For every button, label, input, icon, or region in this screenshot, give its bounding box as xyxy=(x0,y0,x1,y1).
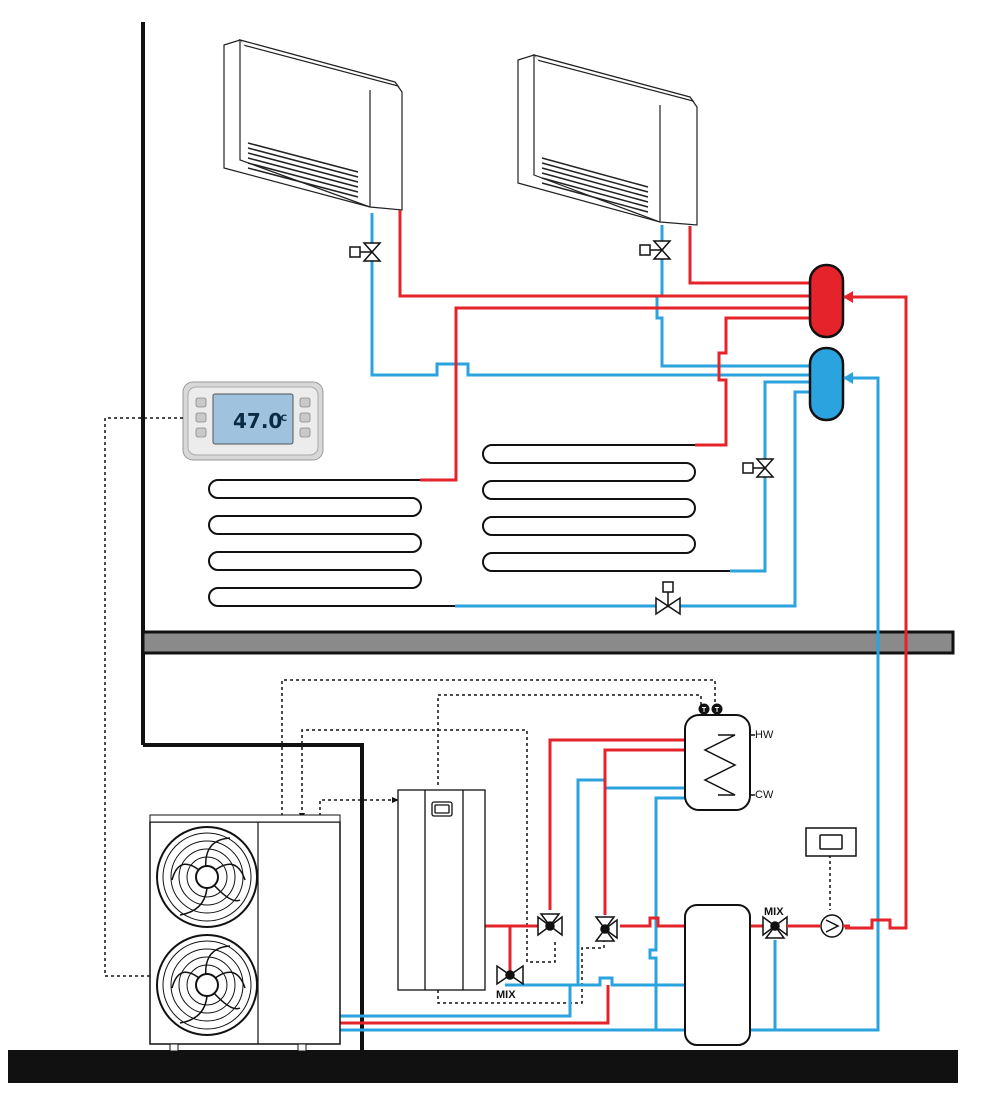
fan-icon xyxy=(156,934,258,1036)
temperature-sensor-icon xyxy=(711,703,723,715)
mix-valve-label: MIX xyxy=(764,906,784,918)
three-way-valve-1 xyxy=(537,913,563,937)
controller-button[interactable] xyxy=(195,412,207,423)
buffer-tank xyxy=(684,904,751,1046)
controller-unit: °C xyxy=(276,414,288,424)
sensor-label: T xyxy=(702,707,707,714)
controller-button[interactable] xyxy=(195,427,207,438)
underfloor-loop-1 xyxy=(208,479,455,607)
zone-valve-3 xyxy=(742,458,775,478)
wall-controller: 47.0 °C xyxy=(182,381,324,461)
three-way-valve-2 xyxy=(594,916,618,942)
sensor-label: T xyxy=(715,707,720,714)
controller-button[interactable] xyxy=(299,397,311,408)
cold-water-label: CW xyxy=(755,789,774,801)
cold-flow-arrow xyxy=(843,372,853,384)
zone-valve-2 xyxy=(639,240,672,260)
mix-valve-2 xyxy=(762,915,788,939)
controller-temperature: 47.0 xyxy=(233,409,282,433)
ground-floor-wall xyxy=(143,743,364,1052)
hot-flow-arrow xyxy=(843,291,853,303)
mix-valve-1 xyxy=(496,964,524,986)
hot-water-label: HW xyxy=(755,729,774,741)
zone-valve-1 xyxy=(349,242,382,262)
floor-slab xyxy=(141,630,955,655)
hot-water-pipes xyxy=(340,210,908,1025)
zone-valve-4 xyxy=(655,581,681,616)
underfloor-loop-2 xyxy=(482,444,730,572)
indoor-unit xyxy=(397,789,486,991)
ground-slab xyxy=(8,1050,958,1083)
fan-coil-unit-1 xyxy=(223,39,403,211)
circulation-pump-icon xyxy=(820,914,844,938)
mix-valve-label: MIX xyxy=(496,989,516,1001)
room-thermostat xyxy=(805,827,857,857)
outdoor-heat-pump xyxy=(149,814,341,1052)
fan-coil-unit-2 xyxy=(517,54,698,226)
cold-manifold xyxy=(808,346,845,422)
building-structure xyxy=(8,22,958,1083)
hot-manifold xyxy=(808,263,845,339)
controller-button[interactable] xyxy=(195,397,207,408)
controller-button[interactable] xyxy=(299,427,311,438)
temperature-sensor-icon xyxy=(698,703,710,715)
controller-display xyxy=(212,393,294,445)
controller-button[interactable] xyxy=(299,412,311,423)
fan-icon xyxy=(156,826,258,928)
hot-water-tank: HW CW T T xyxy=(684,703,774,811)
